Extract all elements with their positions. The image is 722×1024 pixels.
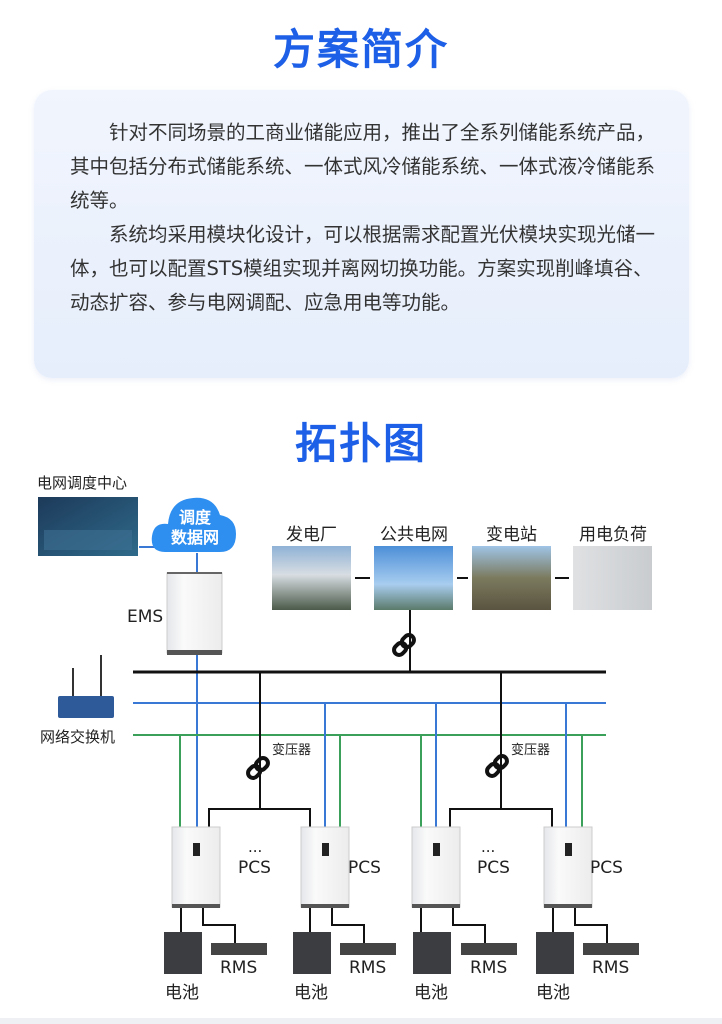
link-icon-transformer-2 [485, 754, 509, 778]
ellipsis-1: ... [248, 838, 263, 856]
battery-label-4: 电池 [536, 983, 570, 1003]
source-label-substation: 变电站 [486, 525, 537, 545]
transformer-label-2: 变压器 [511, 743, 551, 758]
battery-label-3: 电池 [414, 983, 448, 1003]
cloud-icon [151, 497, 236, 552]
network-switch-label: 网络交换机 [40, 728, 116, 746]
source-label-load: 用电负荷 [579, 525, 647, 545]
rms-label-2: RMS [349, 958, 387, 978]
rms-label-3: RMS [470, 958, 508, 978]
intro-title: 方案简介 [272, 25, 449, 74]
pcs-label-3: PCS [477, 858, 510, 878]
pcs-label-2: PCS [348, 858, 381, 878]
dispatch-center-monitors [44, 530, 132, 550]
source-label-power-plant: 发电厂 [286, 525, 337, 545]
pcs-label-4: PCS [590, 858, 623, 878]
pcs-unit-2 [293, 826, 396, 974]
pcs-unit-1 [164, 826, 267, 974]
cloud-label-line1: 调度 [178, 508, 211, 527]
bottom-divider [0, 1018, 722, 1024]
battery-label-1: 电池 [165, 983, 199, 1003]
public-grid-image [374, 546, 453, 610]
link-icon-transformer-1 [246, 756, 270, 780]
ellipsis-2: ... [481, 838, 496, 856]
ems-cabinet [166, 572, 223, 655]
green-drops [179, 735, 583, 828]
substation-image [472, 546, 551, 610]
power-plant-image [272, 546, 351, 610]
blue-drops [324, 703, 567, 828]
intro-paragraph-1: 针对不同场景的工商业储能应用，推出了全系列储能系统产品，其中包括分布式储能系统、… [70, 116, 660, 218]
intro-paragraph-2-text: 系统均采用模块化设计，可以根据需求配置光伏模块实现光储一体，也可以配置STS模组… [70, 223, 656, 314]
ems-label: EMS [127, 607, 164, 627]
source-label-public-grid: 公共电网 [380, 525, 448, 545]
intro-card: 针对不同场景的工商业储能应用，推出了全系列储能系统产品，其中包括分布式储能系统、… [34, 90, 689, 378]
cloud-label: 调度数据网 [160, 508, 230, 548]
dispatch-center-label: 电网调度中心 [37, 474, 128, 492]
battery-label-2: 电池 [294, 983, 328, 1003]
rms-label-1: RMS [220, 958, 258, 978]
network-switch-device [58, 655, 114, 718]
pcs-label-1: PCS [238, 858, 271, 878]
intro-paragraph-2: 系统均采用模块化设计，可以根据需求配置光伏模块实现光储一体，也可以配置STS模组… [70, 218, 660, 320]
cloud-label-line2: 数据网 [170, 528, 219, 547]
pcs-unit-3 [411, 826, 517, 974]
rms-label-4: RMS [592, 958, 630, 978]
electric-load-image [573, 546, 652, 610]
transformer-label-1: 变压器 [272, 743, 312, 758]
pcs-unit-4 [536, 826, 639, 974]
topology-title: 拓扑图 [294, 419, 427, 468]
link-icon-grid [392, 633, 416, 657]
intro-paragraph-1-text: 针对不同场景的工商业储能应用，推出了全系列储能系统产品，其中包括分布式储能系统、… [70, 121, 656, 212]
transformer-feeders [208, 672, 553, 828]
